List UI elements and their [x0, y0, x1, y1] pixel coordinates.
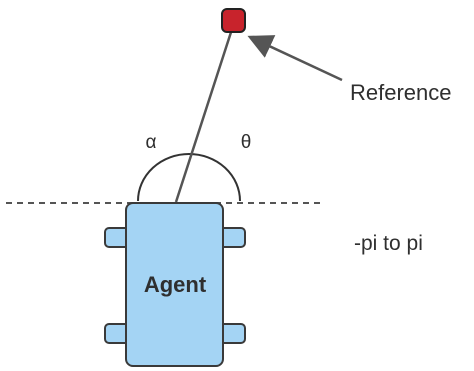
alpha-label: α	[146, 132, 157, 153]
range-label: -pi to pi	[354, 232, 423, 255]
reference-marker	[221, 8, 246, 33]
theta-label: θ	[241, 132, 252, 153]
reference-line	[174, 25, 235, 203]
agent-body	[125, 202, 224, 367]
angle-arc	[137, 153, 241, 202]
reference-label: Reference	[350, 80, 452, 105]
agent-label: Agent	[144, 272, 207, 297]
reference-arrow	[247, 35, 343, 82]
